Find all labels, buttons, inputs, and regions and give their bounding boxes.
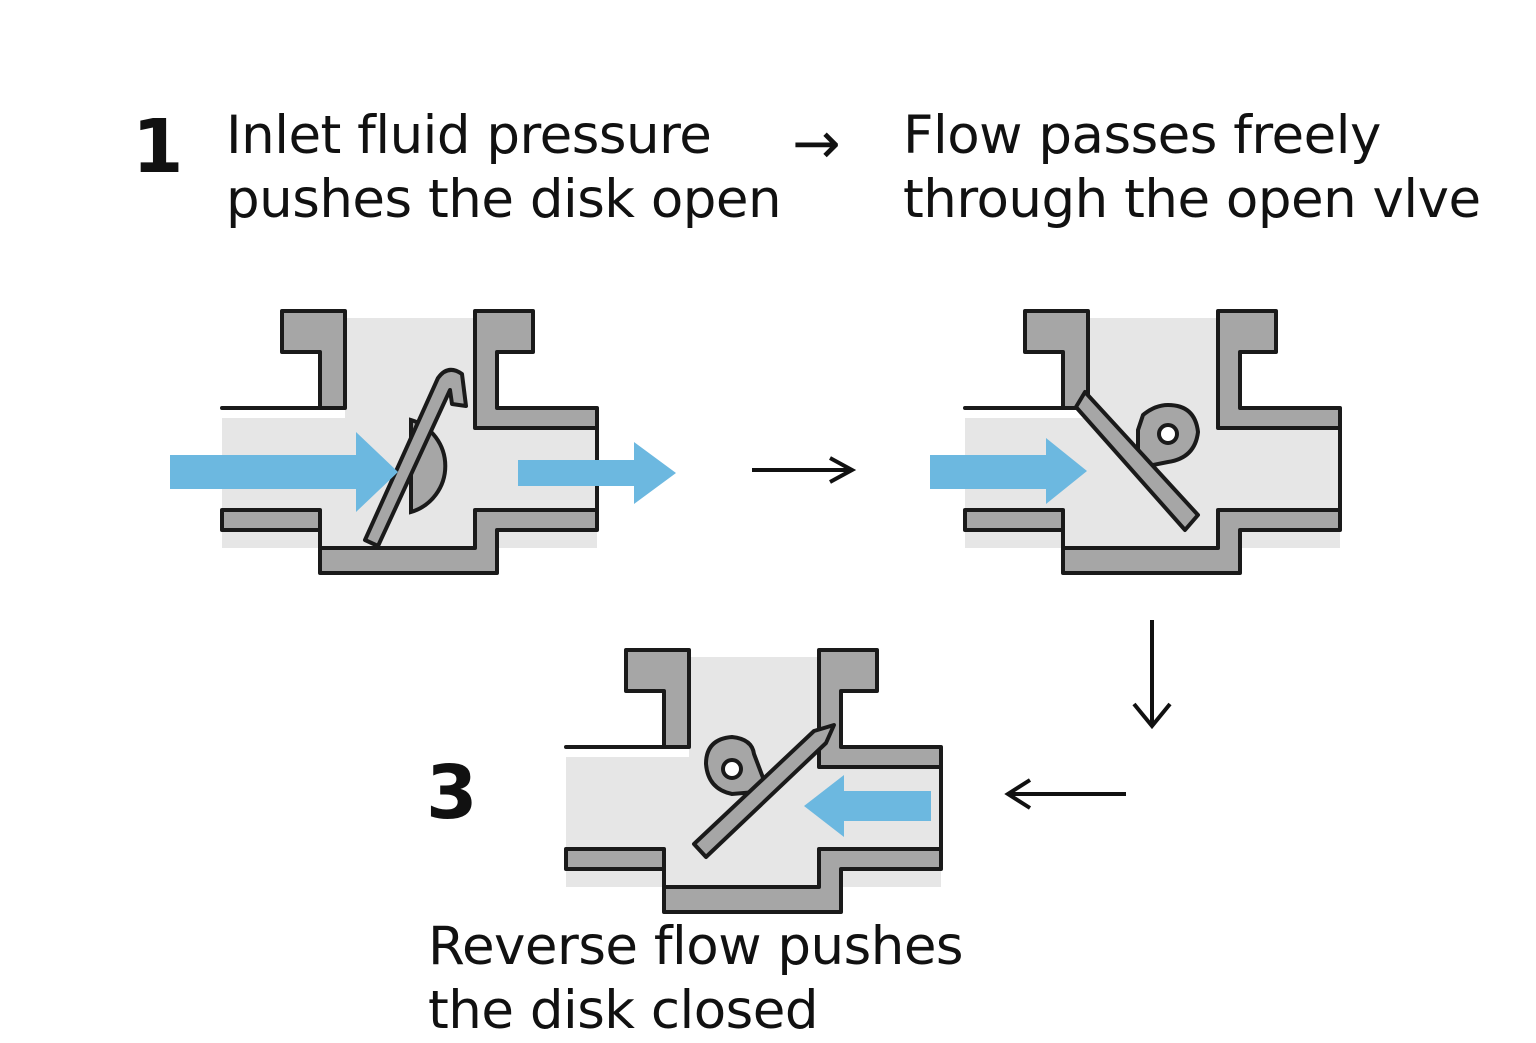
right-arrow-connector xyxy=(752,456,857,484)
step-2-caption-line-1: Flow passes freely xyxy=(903,105,1381,166)
step-3-caption-line-1: Reverse flow pushes xyxy=(428,916,964,977)
step-1-caption-line-1: Inlet fluid pressure xyxy=(226,105,712,166)
inlet-flow-arrow xyxy=(170,432,398,512)
valve-stage-2 xyxy=(930,309,1342,575)
valve-stage-1 xyxy=(170,309,676,575)
reverse-flow-arrow xyxy=(804,775,931,837)
left-arrow-connector xyxy=(1004,778,1126,810)
header-arrow: → xyxy=(792,109,841,177)
down-arrow-connector xyxy=(1132,620,1172,730)
hinged-flap xyxy=(692,723,836,859)
step-1-caption-line-2: pushes the disk open xyxy=(226,169,782,230)
hinged-flap xyxy=(363,367,468,548)
step-1-number: 1 xyxy=(132,104,184,190)
step-3-caption-line-2: the disk closed xyxy=(428,980,819,1041)
hinged-flap xyxy=(1074,390,1200,532)
step-3-number: 3 xyxy=(426,750,478,836)
step-2-caption-line-2: through the open vlve xyxy=(903,169,1481,230)
outlet-flow-arrow xyxy=(518,442,676,504)
valve-stage-3 xyxy=(564,648,943,914)
inlet-flow-arrow xyxy=(930,438,1087,504)
